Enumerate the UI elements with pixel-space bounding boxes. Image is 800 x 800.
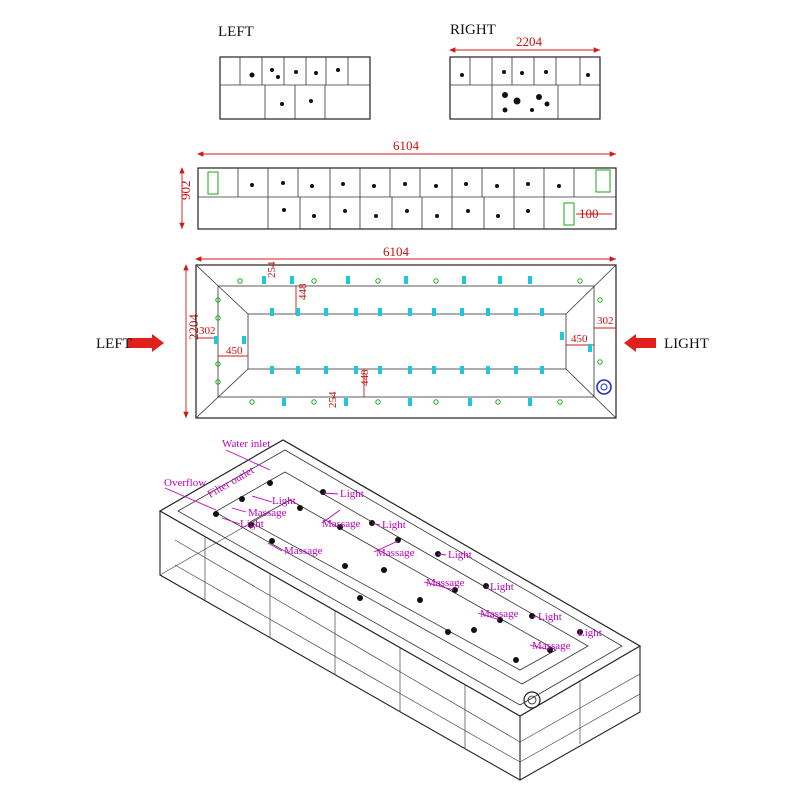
callout-light-5: Light	[448, 549, 472, 561]
callout-overflow: Overflow	[164, 477, 206, 489]
front-height-dimension: 902	[178, 181, 193, 201]
right-view-nozzles	[460, 70, 590, 113]
callout-water-inlet: Water inlet	[222, 438, 270, 450]
plan-length-dimension: 6104	[383, 244, 410, 259]
plan-top-mid-dimension: 448	[297, 283, 309, 300]
isometric-frame-posts	[204, 537, 581, 749]
callout-light-3: Light	[340, 488, 364, 500]
front-view: 6104 902 10	[178, 138, 617, 230]
callout-massage-3: Massage	[322, 518, 361, 530]
plan-top-left-dimension: 254	[266, 261, 278, 278]
front-view-panels	[237, 168, 575, 229]
plan-nozzles-cyan	[214, 276, 592, 406]
right-end-view: RIGHT 2204	[449, 22, 601, 120]
plan-left-outer-dimension: 302	[199, 325, 216, 337]
left-view-nozzles	[249, 68, 340, 106]
callout-light-4: Light	[382, 519, 406, 531]
front-length-dimension: 6104	[393, 138, 420, 153]
plan-right-inner-dimension: 450	[571, 333, 588, 345]
right-width-dimension: 2204	[516, 34, 543, 49]
left-view-label: LEFT	[218, 24, 254, 40]
plan-nozzles-green	[215, 278, 603, 405]
plan-width-dimension: 2204	[186, 314, 201, 341]
isometric-view: Water inlet Filter outlet Overflow Light…	[158, 438, 642, 781]
callout-massage-2: Massage	[284, 545, 323, 557]
isometric-nozzles	[213, 480, 583, 663]
right-arrow-icon	[624, 334, 656, 352]
left-arrow-icon	[128, 334, 164, 352]
plan-bottom-mid-dimension: 448	[359, 369, 371, 386]
callout-massage-1: Massage	[248, 507, 287, 519]
right-arrow-label: LIGHT	[664, 336, 709, 352]
right-view-label: RIGHT	[450, 22, 496, 38]
drain-icon	[596, 379, 612, 395]
callout-light-1: Light	[272, 495, 296, 507]
plan-view: 6104 2204 254 448 302 450 302 450 254 44…	[96, 244, 709, 419]
plan-left-inner-dimension: 450	[226, 345, 243, 357]
callout-light-8: Light	[578, 627, 602, 639]
plan-right-outer-dimension: 302	[597, 315, 614, 327]
plan-bottom-left-dimension: 254	[327, 391, 339, 408]
callout-massage-4: Massage	[376, 547, 415, 559]
callout-massage-7: Massage	[532, 640, 571, 652]
left-arrow-label: LEFT	[96, 336, 132, 352]
callout-light-2: Light	[240, 518, 264, 530]
front-offset-dimension: 100	[579, 206, 599, 221]
callout-light-7: Light	[538, 611, 562, 623]
callout-massage-5: Massage	[426, 577, 465, 589]
front-view-nozzles	[250, 181, 561, 218]
callout-light-6: Light	[490, 581, 514, 593]
left-end-view: LEFT	[218, 24, 371, 120]
callout-massage-6: Massage	[480, 608, 519, 620]
